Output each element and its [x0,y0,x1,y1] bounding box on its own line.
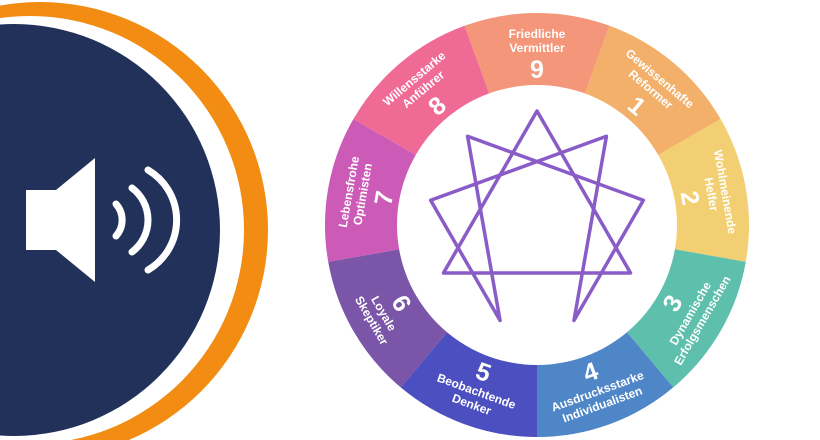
sound-wave-medium-icon [128,184,152,256]
enneagram-hexad [428,134,646,323]
sound-wave-small-icon [112,200,126,240]
segment-label-line: Helfer [701,176,721,212]
wheel-center [397,85,677,365]
speaker-body-icon [26,158,95,282]
audio-play-button[interactable] [0,2,268,440]
enneagram-triangle [441,109,633,275]
segment-number-9: 9 [530,56,544,84]
segment-number-7: 7 [369,189,399,208]
audio-panel-background [0,24,220,436]
sound-wave-large-icon [144,166,181,274]
segment-number-2: 2 [675,189,705,208]
segment-label-line: Vermittler [509,41,565,55]
segment-label-line: Friedliche [509,27,566,41]
speaker-volume-icon [26,158,181,282]
